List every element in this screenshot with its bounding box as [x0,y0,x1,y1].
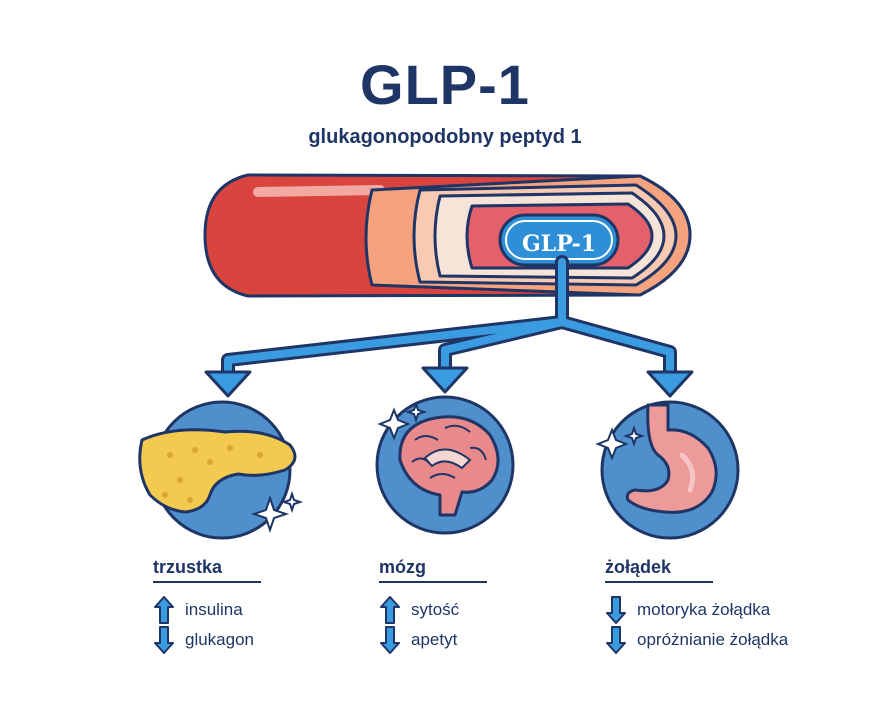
arrow-down-icon [606,596,626,624]
sparkle-icon [595,427,629,461]
effect-label: sytość [411,600,460,619]
effect-item: sytość [379,595,487,625]
effect-label: opróżnianie żołądka [637,630,789,649]
effect-item: glukagon [153,625,261,655]
organ-name: mózg [379,557,487,583]
arrow-down-icon [380,626,400,654]
page-title: GLP-1 [360,53,530,116]
pancreas-icon [138,400,304,540]
sparkle-icon [404,400,428,424]
sparkle-icon [377,407,411,441]
effect-label: glukagon [185,630,255,649]
vessel-label: GLP-1 [522,231,596,257]
arrow-up-icon [154,596,174,624]
effect-label: insulina [185,600,243,619]
stomach-icon [595,400,740,540]
effect-item: insulina [153,595,261,625]
effect-item: motoryka żołądka [605,595,788,625]
brain-icon [375,395,515,535]
effect-label: motoryka żołądka [637,600,771,619]
sparkle-icon [622,424,646,448]
effect-item: apetyt [379,625,487,655]
effect-item: opróżnianie żołądka [605,625,788,655]
sparkle-icon [250,494,290,534]
arrow-up-icon [380,596,400,624]
arrow-head-brain [421,366,469,394]
arrow-head-stomach [646,370,694,398]
sparkle-icon [280,490,304,514]
organ-block-pancreas: trzustka insulina glukagon [153,557,261,655]
organ-name: trzustka [153,557,261,583]
organ-block-stomach: żołądek motoryka żołądka opróżnianie żoł… [605,557,788,655]
arrow-down-icon [154,626,174,654]
page-subtitle: glukagonopodobny peptyd 1 [308,126,582,148]
branch-arrows [204,255,694,398]
arrow-down-icon [606,626,626,654]
organ-name: żołądek [605,557,713,583]
effect-label: apetyt [411,630,458,649]
organ-block-brain: mózg sytość apetyt [379,557,487,655]
arrow-head-pancreas [204,370,252,398]
